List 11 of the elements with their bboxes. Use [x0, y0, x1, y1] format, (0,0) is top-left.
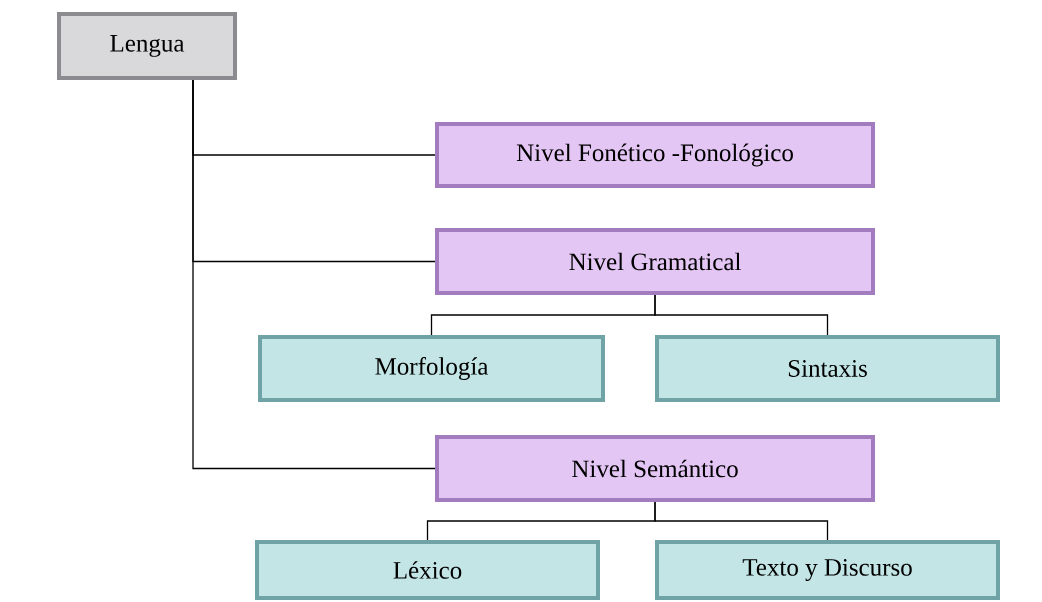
concept-box: Morfología	[258, 335, 605, 402]
concept-box: Nivel Fonético -Fonológico	[435, 122, 875, 188]
concept-box: Texto y Discurso	[655, 540, 1000, 600]
concept-box: Nivel Gramatical	[435, 228, 875, 295]
concept-box: Sintaxis	[655, 335, 1000, 402]
connector-line	[654, 294, 829, 336]
connector-line	[654, 501, 829, 541]
concept-box: Lengua	[57, 12, 237, 80]
concept-box: Nivel Semántico	[435, 435, 875, 502]
connector-line	[192, 79, 436, 470]
concept-box: Léxico	[255, 540, 600, 600]
